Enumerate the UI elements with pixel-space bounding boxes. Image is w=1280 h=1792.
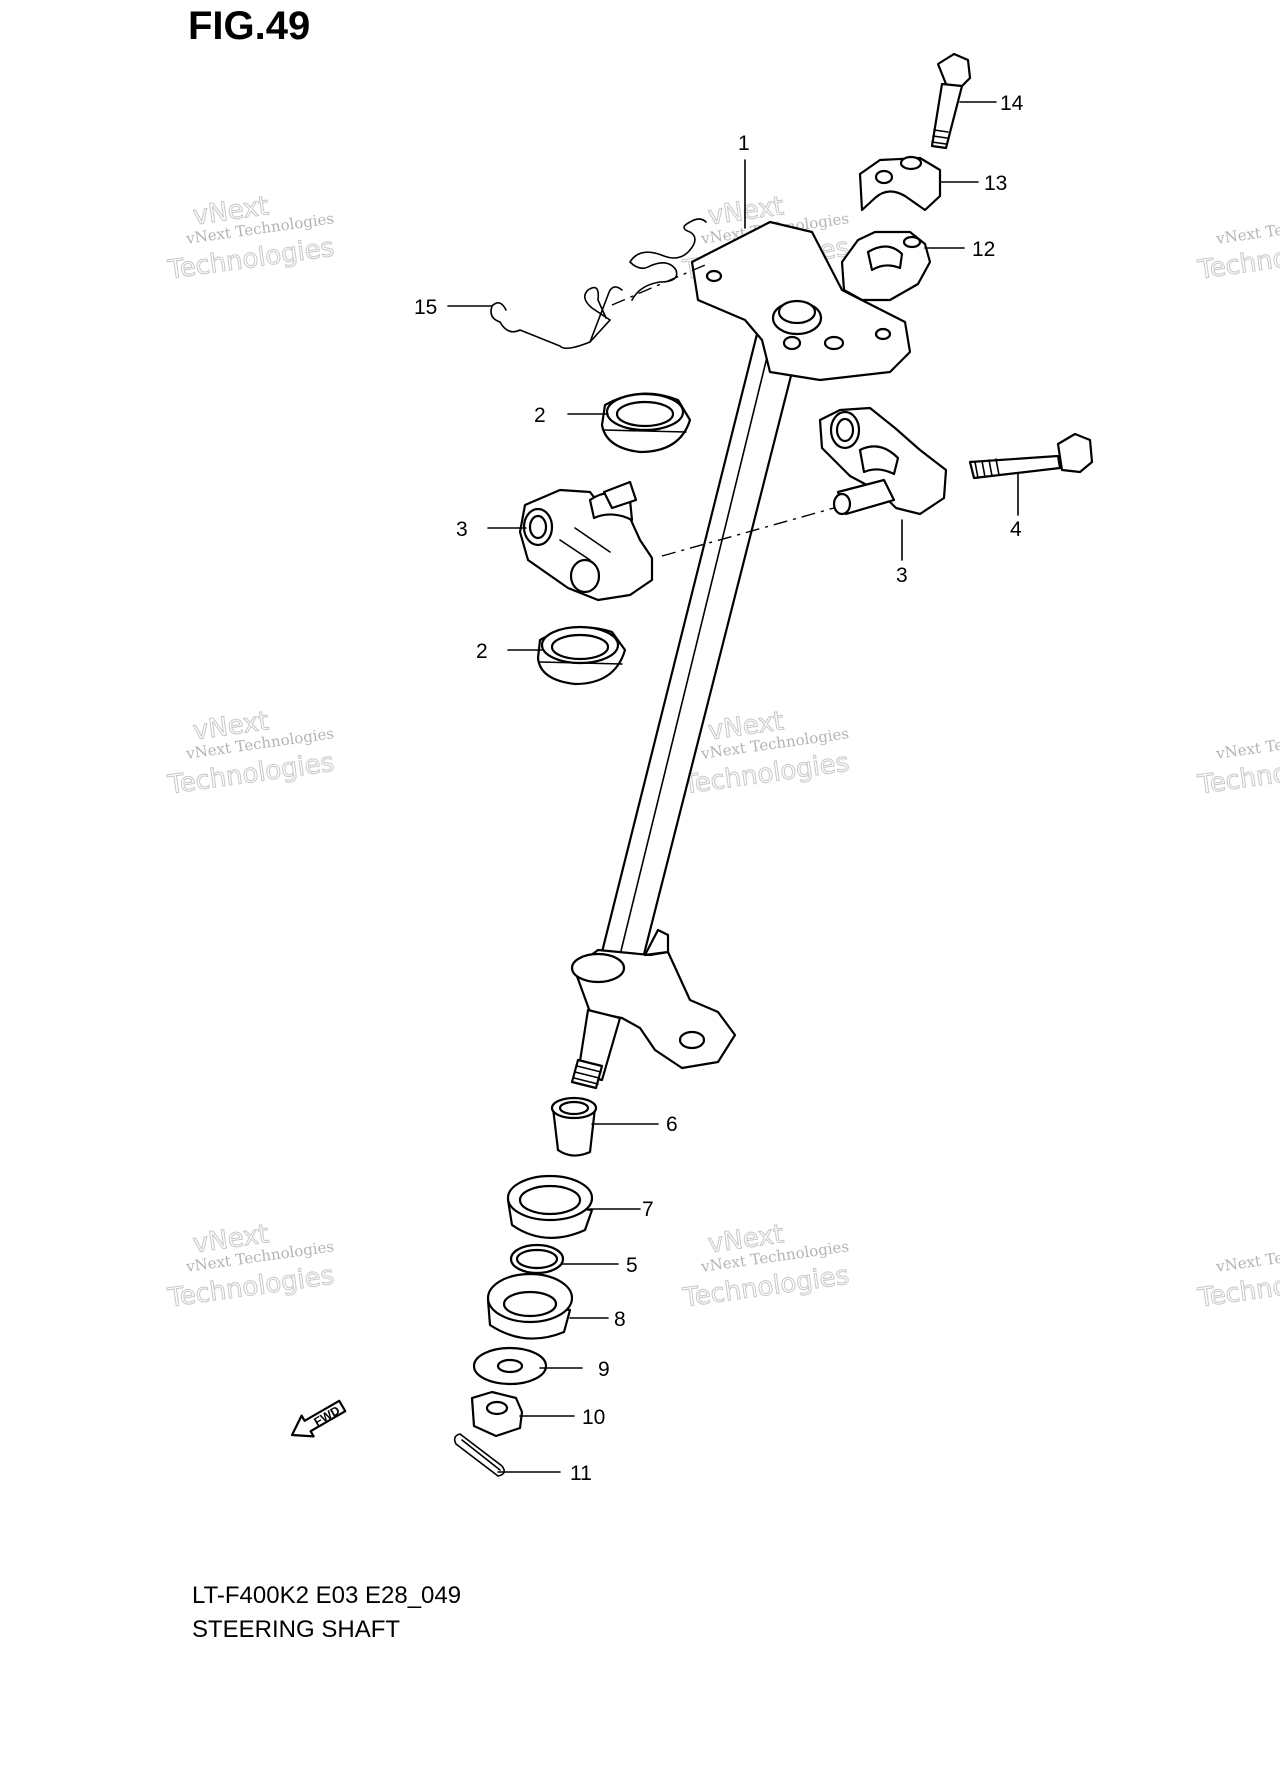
watermark-mid-right: vNext Technologies Technologies (1195, 724, 1280, 801)
figure-title: FIG.49 (188, 4, 311, 48)
assembly-name: STEERING SHAFT (192, 1616, 401, 1643)
callout-1: 1 (738, 132, 750, 155)
part-bearing (486, 1272, 574, 1340)
watermark-low-left: vNext vNext Technologies Technologies (165, 1219, 337, 1314)
watermark-low-right: vNext Technologies Technologies (1195, 1237, 1280, 1314)
callout-14: 14 (1000, 92, 1024, 115)
part-bushing-upper (600, 392, 692, 454)
part-shaft-holder-left (518, 480, 654, 602)
callout-13: 13 (984, 172, 1007, 195)
part-bolt-upper (930, 52, 972, 150)
callout-6: 6 (666, 1113, 678, 1136)
callout-2-lower: 2 (476, 640, 488, 663)
watermark-top-left: vNext vNext Technologies Technologies (165, 191, 337, 286)
callout-11: 11 (570, 1462, 592, 1485)
part-shaft-holder-right (661, 406, 948, 557)
callout-12: 12 (972, 238, 995, 261)
callout-leaders (447, 101, 1019, 1473)
part-bolt-side (968, 432, 1094, 480)
watermark-group: vNext vNext Technologies Technologies vN… (165, 191, 1280, 1314)
watermark-mid-left: vNext vNext Technologies Technologies (165, 706, 337, 801)
callout-labels: 1 2 2 3 3 4 5 6 7 8 9 10 11 12 13 14 15 (414, 92, 1024, 1485)
part-o-ring (509, 1243, 565, 1275)
watermark-text: vNext Technologies (1214, 209, 1280, 248)
watermark-top-right: vNext Technologies Technologies (1195, 209, 1280, 286)
fwd-arrow-icon: FWD (290, 1399, 347, 1438)
watermark-text: vNext Technologies (1214, 1237, 1280, 1276)
part-steering-shaft (570, 220, 912, 1090)
part-cotter-pin (453, 1433, 506, 1477)
callout-15: 15 (414, 296, 437, 319)
callout-9: 9 (598, 1358, 610, 1381)
callout-10: 10 (582, 1406, 605, 1429)
part-oil-seal (506, 1174, 594, 1239)
callout-2-upper: 2 (534, 404, 546, 427)
callout-7: 7 (642, 1198, 654, 1221)
callout-8: 8 (614, 1308, 626, 1331)
part-handlebar-holder-lower (840, 230, 932, 302)
part-handlebar-holder-upper (858, 155, 942, 212)
callout-3-left: 3 (456, 518, 468, 541)
part-nut (470, 1390, 524, 1438)
part-washer (472, 1346, 548, 1386)
model-code: LT-F400K2 E03 E28_049 (192, 1582, 462, 1609)
watermark-text: vNext Technologies (1214, 724, 1280, 763)
part-spring-clip (490, 218, 707, 350)
watermark-low-center: vNext vNext Technologies Technologies (680, 1219, 852, 1314)
callout-4: 4 (1010, 518, 1022, 541)
callout-5: 5 (626, 1254, 638, 1277)
part-bushing-6 (550, 1096, 598, 1157)
part-bushing-lower (536, 625, 627, 686)
callout-3-right: 3 (896, 564, 908, 587)
